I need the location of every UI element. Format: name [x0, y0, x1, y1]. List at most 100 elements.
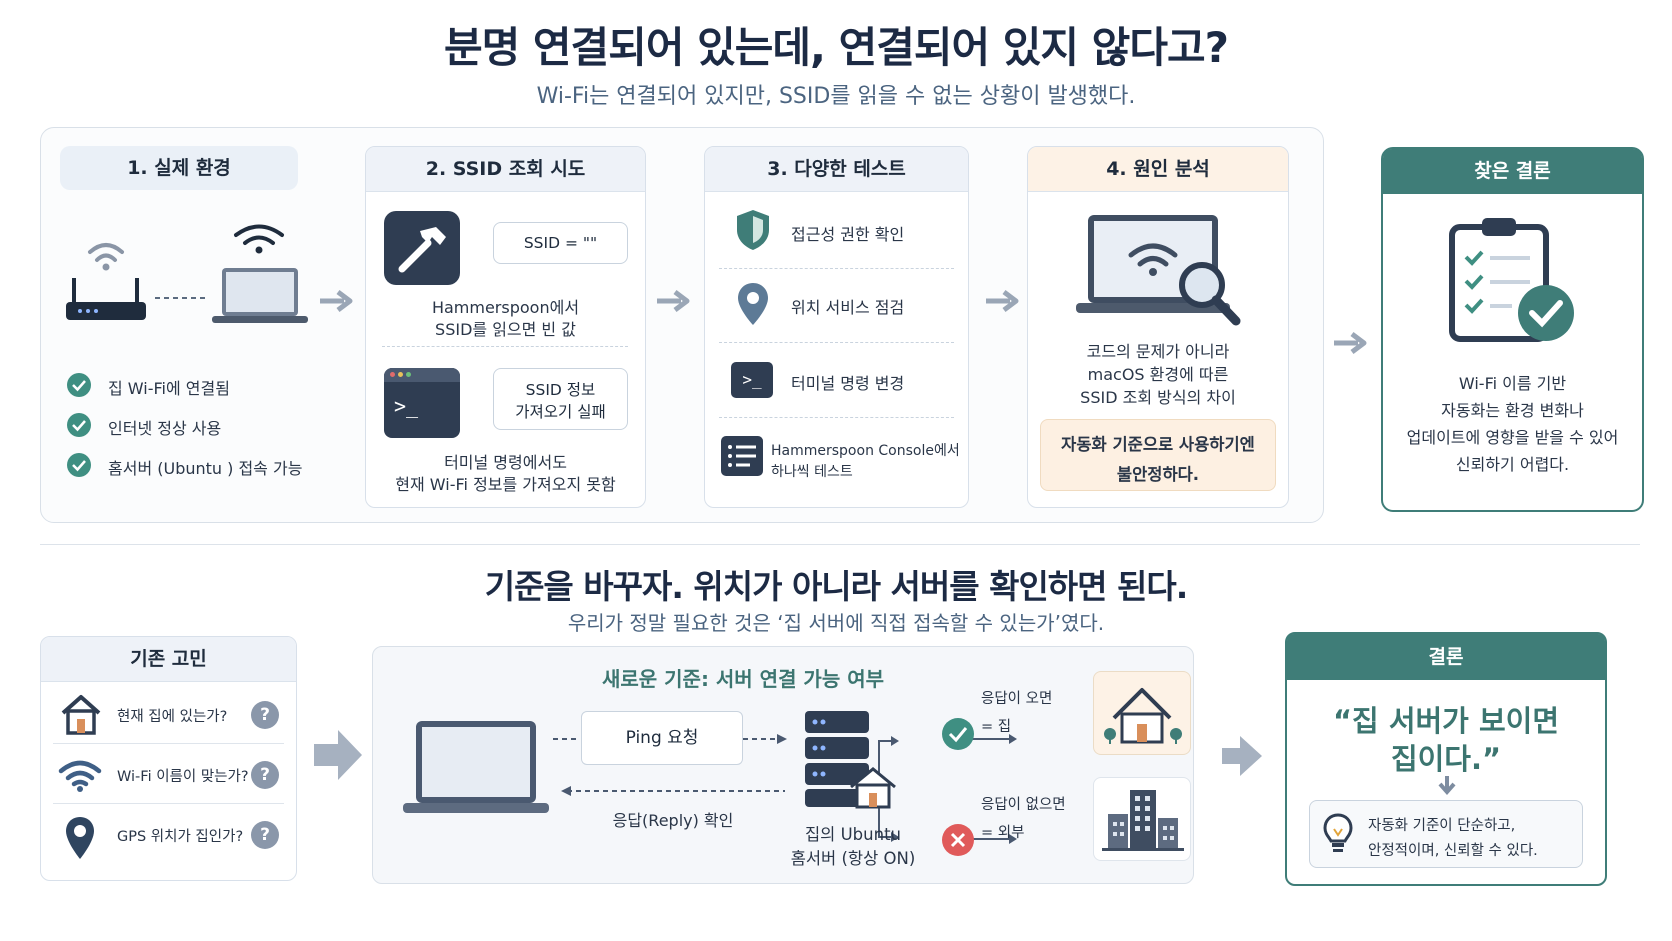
final-note-line2: 안정적이며, 신뢰할 수 있다. [1368, 843, 1538, 859]
terminal-caption-line2: 현재 Wi-Fi 정보를 가져오지 못함 [395, 475, 616, 494]
location-pin-icon [738, 283, 768, 325]
final-quote-line1: “집 서버가 보이면 [1332, 704, 1559, 738]
arrow-right-icon [657, 290, 690, 312]
step1-title: 1. 실제 환경 [60, 146, 298, 190]
console-test-line1: Hammerspoon Console에서 [771, 443, 960, 459]
test-item-label: 접근성 권한 확인 [791, 225, 905, 244]
clipboard-check-icon [1449, 218, 1574, 342]
conclusion-line2: 자동화는 환경 변화나 [1441, 401, 1584, 420]
router-laptop-illustration [66, 224, 308, 323]
console-list-icon [721, 436, 763, 476]
ssid-empty-bubble: SSID = "" [493, 222, 628, 264]
arrow-right-icon [1222, 736, 1262, 776]
old-concern-label: Wi-Fi 이름이 맞는가? [117, 769, 249, 785]
final-note-line1: 자동화 기준이 단순하고, [1368, 818, 1516, 834]
laptop-magnifier-icon [1076, 215, 1241, 326]
arrow-right-icon [314, 730, 362, 780]
outside-result-tile [1093, 777, 1191, 861]
server-label-line1: 집의 Ubuntu [805, 825, 901, 844]
ssid-fail-bubble: SSID 정보 가져오기 실패 [493, 368, 628, 430]
analysis-line2: macOS 환경에 따른 [1087, 365, 1229, 384]
step3-card: 3. 다양한 테스트 접근성 권한 확인 위치 서비스 점검 >_ 터미널 명령… [704, 146, 969, 508]
conclusion-title: 찾은 결론 [1383, 149, 1642, 194]
ssid-caption-line1: Hammerspoon에서 [431, 298, 580, 317]
divider [719, 417, 954, 418]
terminal-icon: >_ [731, 362, 773, 398]
question-icon: ? [251, 701, 279, 729]
shield-icon [737, 210, 769, 250]
reply-yes-line1: 응답이 오면 [981, 691, 1053, 707]
env-check-label: 홈서버 (Ubuntu ) 접속 가능 [108, 459, 303, 478]
terminal-icon: >_ [384, 368, 460, 438]
old-concern-label: GPS 위치가 집인가? [117, 829, 244, 845]
ssid-caption-line2: SSID를 읽으면 빈 값 [435, 320, 576, 339]
env-check-label: 집 Wi-Fi에 연결됨 [108, 379, 230, 398]
step2-title: 2. SSID 조회 시도 [366, 147, 645, 192]
old-concern-label: 현재 집에 있는가? [117, 709, 228, 725]
ssid-fail-line2: 가져오기 실패 [515, 403, 606, 421]
conclusion-line1: Wi-Fi 이름 기반 [1458, 374, 1567, 393]
server-home-icon [805, 711, 896, 809]
divider [382, 346, 628, 347]
step4-title: 4. 원인 분석 [1028, 147, 1288, 192]
arrow-down-icon [1438, 776, 1456, 796]
reply-check-label: 응답(Reply) 확인 [612, 811, 734, 830]
final-conclusion-card: 결론 “집 서버가 보이면 집이다.” 자동화 기준이 단순하고, 안정적이며,… [1285, 632, 1607, 886]
hammerspoon-icon [384, 211, 460, 285]
reply-yes-line2: = 집 [981, 719, 1012, 735]
conclusion-line3: 업데이트에 영향을 받을 수 있어 [1406, 428, 1619, 447]
question-icon: ? [251, 821, 279, 849]
env-check-label: 인터넷 정상 사용 [108, 419, 222, 438]
laptop-wifi-icon [212, 224, 308, 323]
console-test-line2: 하나씩 테스트 [771, 464, 853, 480]
home-result-tile [1093, 671, 1191, 755]
ping-request-label: Ping 요청 [581, 711, 743, 765]
divider [53, 803, 284, 804]
check-circle-icon [942, 718, 974, 750]
test-item-label: 위치 서비스 점검 [791, 298, 905, 317]
router-icon [66, 243, 146, 320]
step2-card: 2. SSID 조회 시도 SSID = "" Hammerspoon에서 SS… [365, 146, 646, 508]
ssid-fail-line1: SSID 정보 [525, 381, 596, 399]
question-icon: ? [251, 761, 279, 789]
final-title: 결론 [1287, 634, 1605, 680]
env-check-item: 홈서버 (Ubuntu ) 접속 가능 [66, 452, 326, 480]
house-icon [1104, 688, 1182, 744]
section2-subtitle: 우리가 정말 필요한 것은 ‘집 서버에 직접 접속할 수 있는가’였다. [567, 611, 1105, 635]
analysis-note-line2: 불안정하다. [1116, 465, 1200, 484]
terminal-caption-line1: 터미널 명령에서도 [444, 453, 567, 472]
analysis-note-line1: 자동화 기준으로 사용하기엔 [1061, 435, 1255, 454]
section2-title: 기준을 바꾸자. 위치가 아니라 서버를 확인하면 된다. [484, 567, 1189, 606]
final-note: 자동화 기준이 단순하고, 안정적이며, 신뢰할 수 있다. [1309, 800, 1583, 868]
analysis-line1: 코드의 문제가 아니라 [1086, 342, 1230, 361]
old-concerns-title: 기존 고민 [41, 637, 296, 682]
arrow-right-icon [1334, 332, 1367, 354]
building-icon [1102, 790, 1184, 851]
location-pin-icon [66, 817, 94, 859]
reply-no-line1: 응답이 없으면 [981, 797, 1066, 813]
analysis-note: 자동화 기준으로 사용하기엔 불안정하다. [1040, 419, 1276, 491]
new-criterion-panel: 새로운 기준: 서버 연결 가능 여부 Ping 요청 응답(Reply) 확인… [372, 646, 1194, 884]
test-item-label: 터미널 명령 변경 [791, 374, 905, 393]
divider [53, 743, 284, 744]
new-criterion-title: 새로운 기준: 서버 연결 가능 여부 [601, 667, 884, 691]
page-subtitle: Wi-Fi는 연결되어 있지만, SSID를 읽을 수 없는 상황이 발생했다. [536, 84, 1136, 109]
check-circle-icon [67, 413, 91, 437]
check-circle-icon [67, 373, 91, 397]
check-circle-icon [67, 453, 91, 477]
page-title: 분명 연결되어 있는데, 연결되어 있지 않다고? [444, 23, 1229, 72]
env-check-item: 집 Wi-Fi에 연결됨 [66, 372, 326, 400]
reply-no-line2: = 외부 [981, 825, 1025, 841]
wifi-icon [58, 760, 102, 792]
divider [719, 342, 954, 343]
env-check-item: 인터넷 정상 사용 [66, 412, 326, 440]
close-circle-icon [942, 824, 974, 856]
terminal-prompt: >_ [394, 394, 419, 418]
house-icon [61, 695, 101, 735]
server-label-line2: 홈서버 (항상 ON) [790, 849, 916, 868]
section-divider [40, 544, 1640, 545]
divider [719, 268, 954, 269]
step3-title: 3. 다양한 테스트 [705, 147, 968, 192]
conclusion-line4: 신뢰하기 어렵다. [1455, 455, 1570, 474]
lightbulb-icon [1323, 813, 1353, 852]
